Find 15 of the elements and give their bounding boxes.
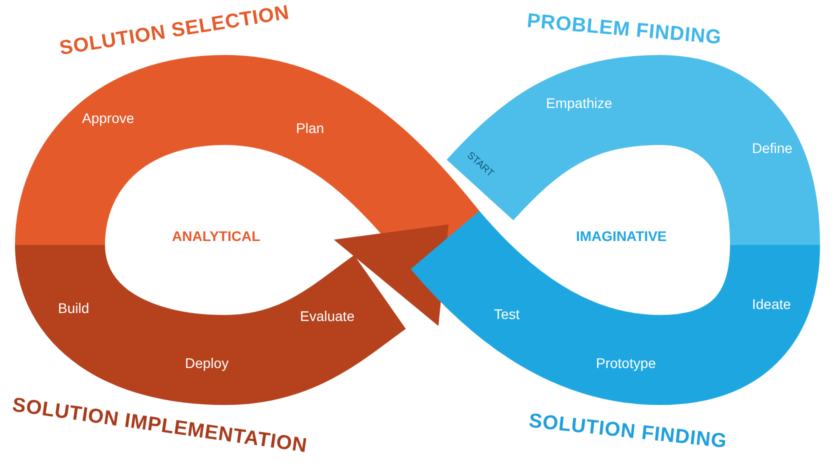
mode-label: IMAGINATIVE (576, 228, 667, 244)
step-label: Ideate (752, 296, 791, 312)
step-label: Plan (296, 120, 324, 136)
step-label: Empathize (546, 95, 612, 111)
step-label: Approve (82, 110, 134, 126)
step-label: Prototype (596, 355, 656, 371)
step-label: Define (752, 140, 792, 156)
step-label: Test (494, 306, 520, 322)
step-label: Build (58, 300, 90, 316)
section-heading: SOLUTION SELECTION (58, 2, 292, 61)
step-label: Evaluate (300, 308, 354, 324)
section-heading: SOLUTION FINDING (528, 410, 728, 454)
mode-label: ANALYTICAL (172, 228, 260, 244)
section-heading: PROBLEM FINDING (526, 10, 723, 50)
step-label: Deploy (185, 355, 229, 371)
